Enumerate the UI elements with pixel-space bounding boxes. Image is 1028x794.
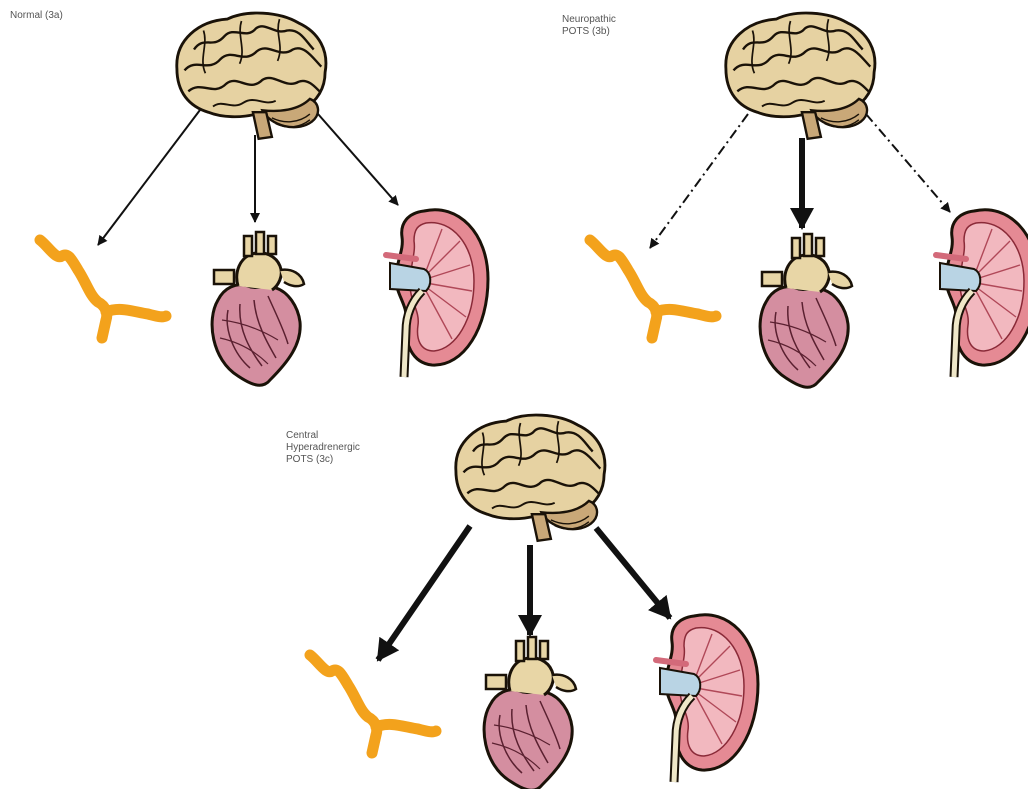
heart-icon <box>212 232 304 385</box>
arrow-to-vessel <box>98 110 200 245</box>
arrow-to-vessel <box>378 526 470 660</box>
brain-icon <box>177 13 326 139</box>
panel-label-hyperadrenergic: Central Hyperadrenergic POTS (3c) <box>286 430 360 466</box>
arrow-to-kidney <box>866 114 950 212</box>
panel-hyperadrenergic <box>310 415 758 789</box>
brain-icon <box>726 13 875 139</box>
arrow-to-kidney <box>318 114 398 205</box>
kidney-icon <box>936 210 1028 377</box>
brain-icon <box>456 415 605 541</box>
arrow-to-vessel <box>650 114 748 248</box>
panel-label-normal: Normal (3a) <box>10 10 63 22</box>
blood-vessel-icon <box>310 655 436 753</box>
arrow-to-kidney <box>596 528 670 618</box>
panel-normal <box>40 13 488 385</box>
panel-label-neuropathic: Neuropathic POTS (3b) <box>562 14 616 38</box>
kidney-icon <box>656 615 758 782</box>
blood-vessel-icon <box>590 240 716 338</box>
kidney-icon <box>386 210 488 377</box>
blood-vessel-icon <box>40 240 166 338</box>
panel-neuropathic <box>590 13 1028 387</box>
heart-icon <box>484 637 576 789</box>
heart-icon <box>760 234 852 387</box>
